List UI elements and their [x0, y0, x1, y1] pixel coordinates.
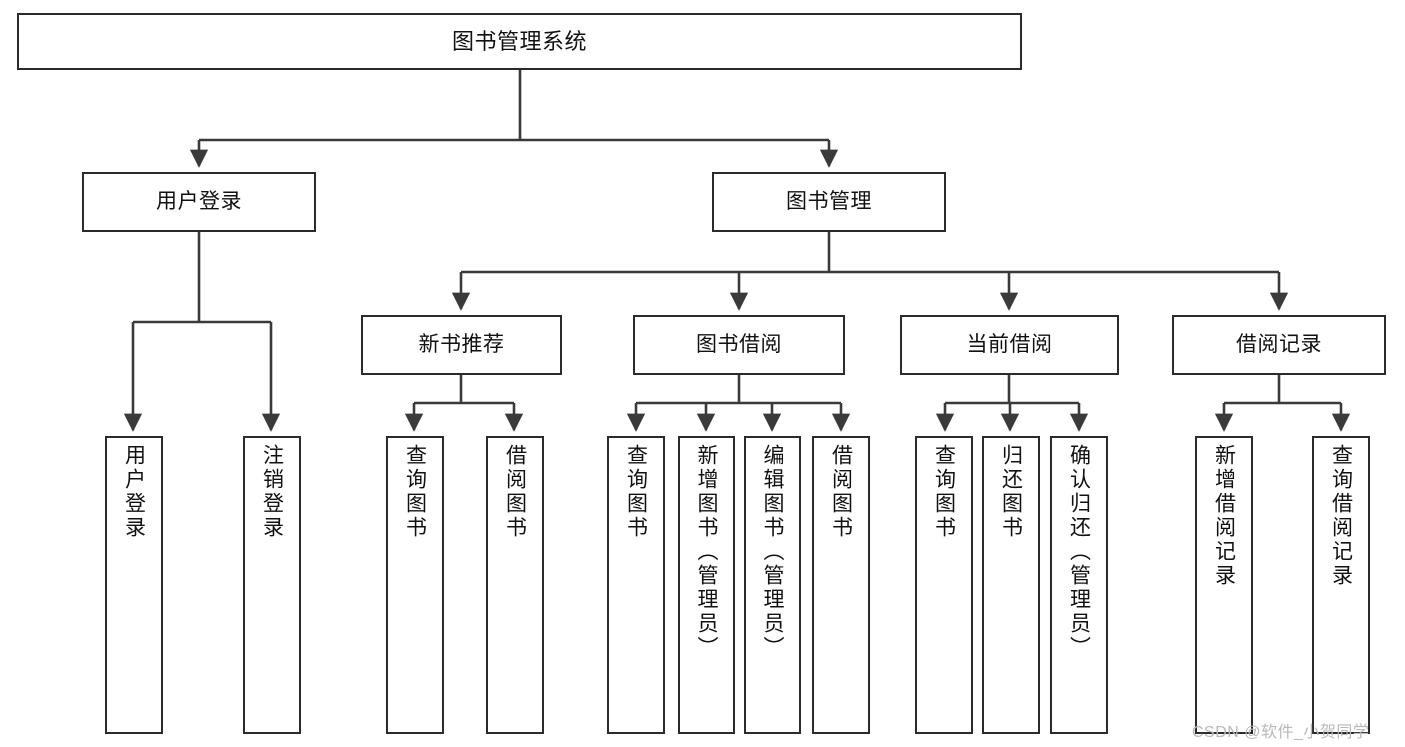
node-leaf-query-book-3[interactable]: 查询图书 — [915, 436, 973, 734]
node-current-borrow[interactable]: 当前借阅 — [900, 315, 1119, 375]
node-leaf-confirm-return-label: 确认归还（管理员） — [1067, 444, 1091, 660]
node-new-book-recommend-label: 新书推荐 — [418, 332, 505, 356]
node-leaf-query-book-2-label: 查询图书 — [624, 444, 648, 540]
node-leaf-add-book-label: 新增图书（管理员） — [695, 444, 718, 660]
node-leaf-confirm-return[interactable]: 确认归还（管理员） — [1050, 436, 1108, 734]
node-leaf-return-book[interactable]: 归还图书 — [982, 436, 1040, 734]
node-leaf-query-record-label: 查询借阅记录 — [1329, 444, 1353, 588]
node-leaf-query-book-1[interactable]: 查询图书 — [386, 436, 444, 734]
node-leaf-borrow-book-1-label: 借阅图书 — [503, 444, 527, 540]
node-leaf-borrow-book-1[interactable]: 借阅图书 — [486, 436, 544, 734]
node-leaf-return-book-label: 归还图书 — [999, 444, 1023, 540]
node-user-login[interactable]: 用户登录 — [82, 172, 316, 232]
node-borrow-record-label: 借阅记录 — [1236, 332, 1322, 356]
node-leaf-query-book-1-label: 查询图书 — [403, 444, 427, 540]
node-leaf-borrow-book-2[interactable]: 借阅图书 — [812, 436, 870, 734]
node-book-borrow-label: 图书借阅 — [696, 332, 782, 356]
node-leaf-edit-book-label: 编辑图书（管理员） — [761, 444, 784, 660]
node-leaf-user-login-label: 用户登录 — [122, 444, 146, 540]
node-leaf-add-record[interactable]: 新增借阅记录 — [1195, 436, 1253, 734]
csdn-watermark: CSDN @软件_小贺同学 — [1192, 724, 1370, 741]
node-root-label: 图书管理系统 — [451, 28, 587, 54]
node-leaf-edit-book[interactable]: 编辑图书（管理员） — [744, 436, 801, 734]
node-book-manage-label: 图书管理 — [786, 189, 872, 213]
node-leaf-borrow-book-2-label: 借阅图书 — [829, 444, 853, 540]
node-leaf-query-book-2[interactable]: 查询图书 — [607, 436, 665, 734]
node-borrow-record[interactable]: 借阅记录 — [1172, 315, 1386, 375]
node-leaf-query-record[interactable]: 查询借阅记录 — [1312, 436, 1370, 734]
node-leaf-add-book[interactable]: 新增图书（管理员） — [678, 436, 735, 734]
node-leaf-query-book-3-label: 查询图书 — [932, 444, 956, 540]
node-leaf-user-login[interactable]: 用户登录 — [105, 436, 163, 734]
node-book-manage[interactable]: 图书管理 — [712, 172, 946, 232]
node-user-login-label: 用户登录 — [156, 189, 242, 213]
node-leaf-logout-login[interactable]: 注销登录 — [243, 436, 301, 734]
node-leaf-add-record-label: 新增借阅记录 — [1212, 444, 1236, 588]
node-root[interactable]: 图书管理系统 — [17, 13, 1022, 70]
node-new-book-recommend[interactable]: 新书推荐 — [361, 315, 562, 375]
node-current-borrow-label: 当前借阅 — [966, 332, 1053, 356]
node-leaf-logout-login-label: 注销登录 — [260, 444, 284, 540]
node-book-borrow[interactable]: 图书借阅 — [633, 315, 845, 375]
